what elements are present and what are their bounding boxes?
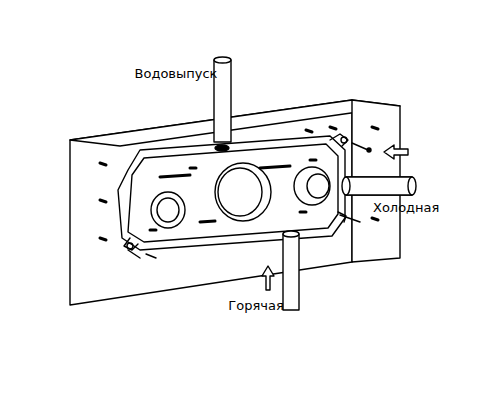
hot-inflow-arrow xyxy=(262,266,274,290)
wall-board xyxy=(70,100,400,305)
mixer-body xyxy=(118,134,371,258)
cold-pipe xyxy=(342,177,416,195)
hot-pipe xyxy=(283,231,299,310)
cold-inflow-arrow xyxy=(384,145,408,159)
pipe-label: Горячая xyxy=(228,298,283,314)
pipe-label: Водовыпуск xyxy=(135,66,218,82)
pipe-label: Холодная xyxy=(373,200,439,216)
